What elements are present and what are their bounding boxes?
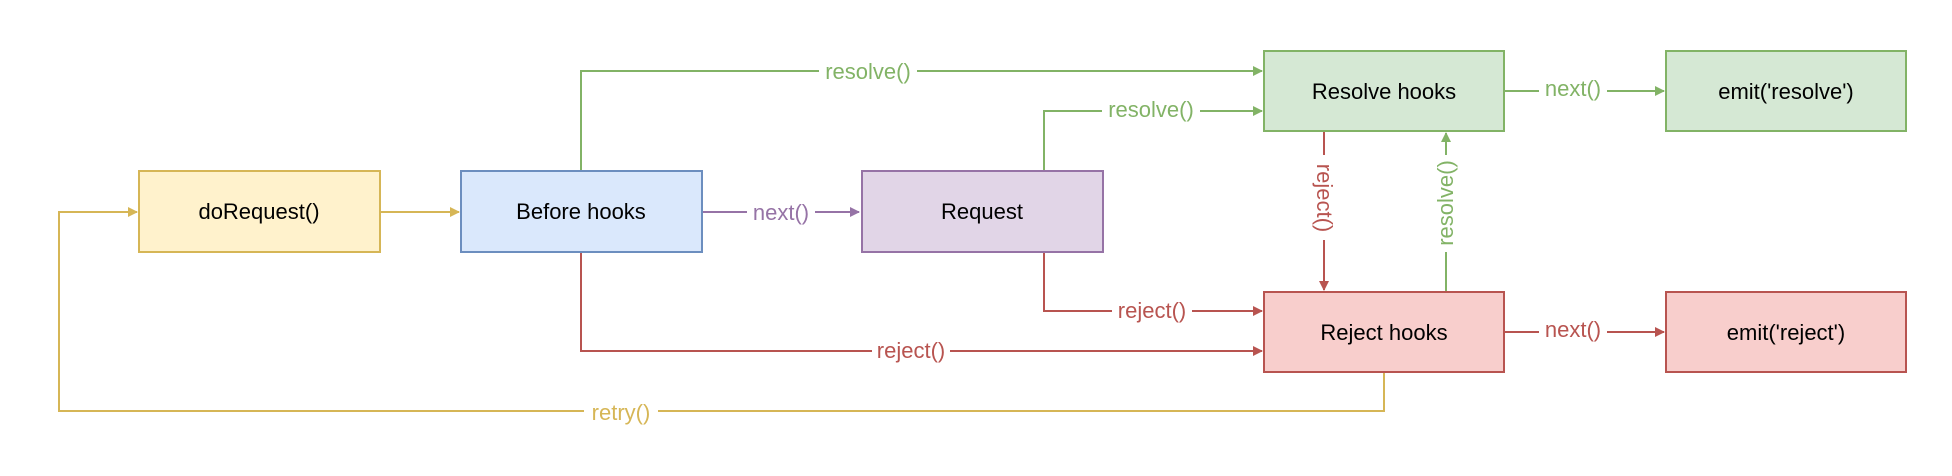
edge-label-reject-next: next() (1545, 317, 1601, 342)
node-box (1665, 291, 1907, 373)
node-box (460, 170, 703, 253)
node-reject-hooks: Reject hooks (1263, 291, 1505, 373)
edge-retry: retry() (58, 207, 1385, 425)
edge-label-before-reject: reject() (877, 338, 945, 363)
node-label-do-request: doRequest() (198, 199, 319, 224)
edge-label-before-resolve: resolve() (825, 59, 911, 84)
edge-request-resolve: resolve() (1043, 97, 1263, 171)
node-box (861, 170, 1104, 253)
node-label-reject-hooks: Reject hooks (1320, 320, 1447, 345)
edge-before-resolve: resolve() (580, 59, 1263, 171)
edge-label-resolve-next: next() (1545, 76, 1601, 101)
node-box (1665, 50, 1907, 132)
edge-before-next: next() (702, 200, 860, 225)
node-label-before-hooks: Before hooks (516, 199, 646, 224)
node-label-resolve-hooks: Resolve hooks (1312, 79, 1456, 104)
edge-label-resolve-to-reject: reject() (1312, 164, 1337, 232)
node-request: Request (861, 170, 1104, 253)
node-box (1263, 50, 1505, 132)
edge-label-reject-to-resolve: resolve() (1433, 160, 1458, 246)
node-resolve-hooks: Resolve hooks (1263, 50, 1505, 132)
node-box (138, 170, 381, 253)
edge-label-before-next: next() (753, 200, 809, 225)
edge-resolve-to-reject: reject() (1312, 132, 1337, 291)
edge-before-reject: reject() (580, 253, 1263, 363)
edge-reject-to-resolve: resolve() (1433, 132, 1458, 291)
node-emit-reject: emit('reject') (1665, 291, 1907, 373)
node-label-emit-resolve: emit('resolve') (1718, 79, 1854, 104)
edge-request-reject: reject() (1043, 253, 1263, 323)
edge-label-request-reject: reject() (1118, 298, 1186, 323)
node-emit-resolve: emit('resolve') (1665, 50, 1907, 132)
node-label-request: Request (941, 199, 1023, 224)
edge-label-request-resolve: resolve() (1108, 97, 1194, 122)
node-do-request: doRequest() (138, 170, 381, 253)
node-label-emit-reject: emit('reject') (1727, 320, 1845, 345)
edge-label-retry: retry() (592, 400, 651, 425)
node-box (1263, 291, 1505, 373)
edge-reject-next: next() (1504, 317, 1665, 342)
node-before-hooks: Before hooks (460, 170, 703, 253)
edge-resolve-next: next() (1504, 76, 1665, 101)
